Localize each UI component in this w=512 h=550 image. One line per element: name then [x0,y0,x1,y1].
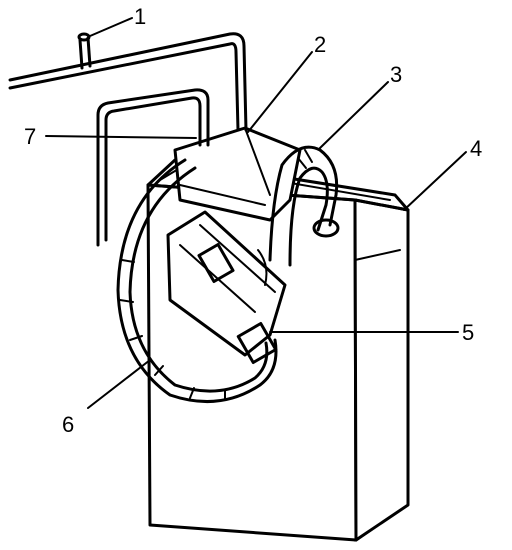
hose-3 [268,145,340,267]
pipe-7 [96,88,210,247]
leader-3 [319,81,389,149]
wire-harness-6 [116,158,278,404]
leader-1 [89,17,133,37]
leader-6 [87,359,151,409]
callout-3: 3 [390,62,402,87]
leader-2 [247,51,313,133]
callout-2: 2 [314,32,326,57]
canister-body [146,158,410,542]
callout-7: 7 [24,124,36,149]
callout-5: 5 [462,320,474,345]
pump-assembly [166,210,287,364]
callout-6: 6 [62,412,74,437]
pipe-1 [8,32,248,132]
leader-lines [45,17,467,409]
callout-4: 4 [470,136,482,161]
leader-7 [45,135,197,139]
callout-1: 1 [134,4,146,29]
leader-4 [403,151,467,211]
